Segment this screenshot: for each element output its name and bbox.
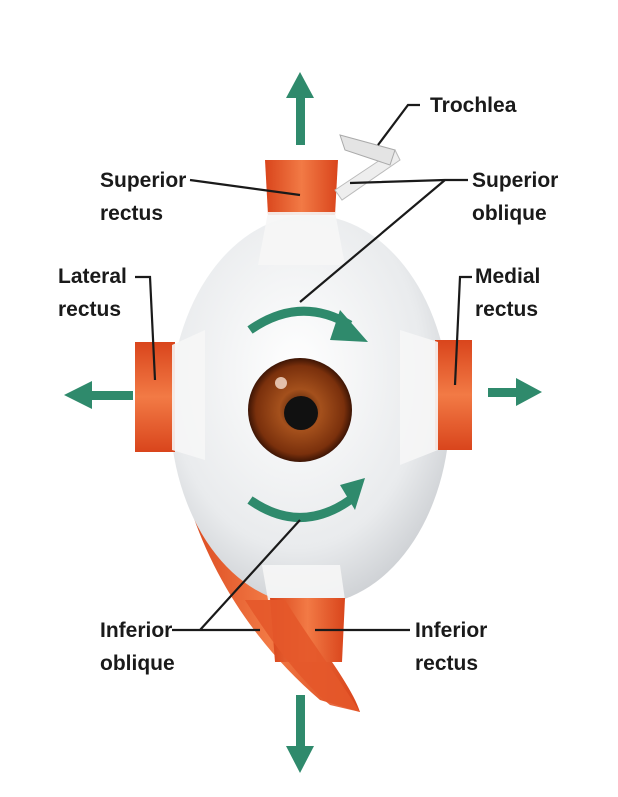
upper-rotation-arrowhead	[330, 310, 368, 342]
lower-rotation-arrow	[247, 496, 353, 522]
superior-rectus-leader	[189, 178, 301, 197]
superior-rectus-tendon	[258, 212, 345, 265]
label-superior-rectus: Superior rectus	[100, 169, 192, 225]
right-arrow-icon	[488, 378, 542, 406]
lower-rotation-arrowhead	[340, 478, 365, 510]
label-lateral-rectus: Lateral rectus	[58, 265, 133, 321]
medial-rectus-leader	[453, 275, 472, 386]
label-inferior-rectus: Inferior rectus	[415, 619, 493, 675]
trochlea-leader	[377, 103, 420, 146]
lateral-rectus-tendon	[172, 330, 205, 460]
trochlea-structure	[339, 134, 396, 166]
pupil	[284, 396, 318, 430]
inferior-oblique-leader	[172, 519, 301, 632]
inferior-rectus-tendon	[262, 565, 345, 600]
up-arrow-icon	[286, 72, 314, 145]
eye-highlight	[275, 377, 287, 389]
label-superior-oblique: Superior oblique	[472, 169, 564, 225]
medial-rectus-muscle	[435, 340, 472, 450]
lateral-rectus-leader	[135, 275, 157, 381]
lateral-rectus-muscle	[135, 342, 175, 452]
left-arrow-icon	[64, 381, 133, 409]
superior-rectus-muscle	[265, 160, 338, 215]
label-medial-rectus: Medial rectus	[475, 265, 546, 321]
medial-rectus-tendon	[400, 330, 438, 465]
inferior-oblique-front	[245, 600, 360, 712]
down-arrow-icon	[286, 695, 314, 773]
label-inferior-oblique: Inferior oblique	[100, 619, 178, 675]
label-trochlea: Trochlea	[430, 94, 517, 117]
superior-oblique-leader	[299, 178, 468, 303]
